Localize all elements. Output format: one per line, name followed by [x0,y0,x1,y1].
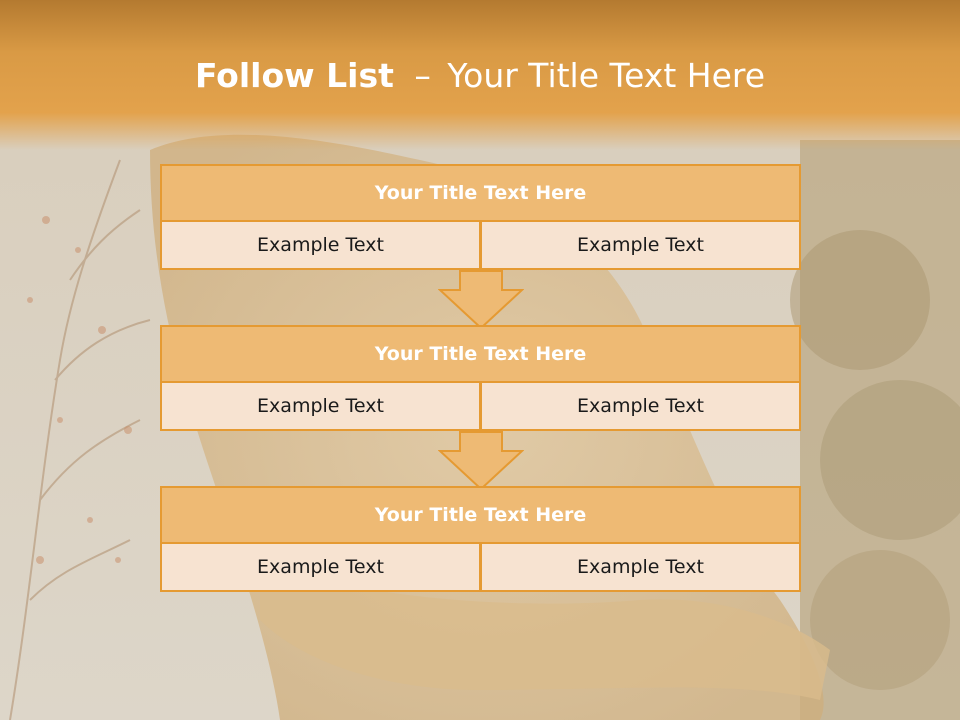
step-cell-left: Example Text [160,542,481,592]
step-title: Your Title Text Here [160,164,801,222]
title-dash: – [414,56,431,95]
title-band [0,0,960,150]
down-arrow-icon [438,270,524,330]
step-title: Your Title Text Here [160,486,801,544]
slide-title: Follow List – Your Title Text Here [0,54,960,98]
step-cell-left: Example Text [160,381,481,431]
step-cell-right: Example Text [480,542,801,592]
step-cell-right: Example Text [480,381,801,431]
title-bold: Follow List [194,56,394,95]
down-arrow-icon [438,431,524,491]
title-rest: Your Title Text Here [447,56,766,95]
step-cell-right: Example Text [480,220,801,270]
step-cell-left: Example Text [160,220,481,270]
step-title: Your Title Text Here [160,325,801,383]
